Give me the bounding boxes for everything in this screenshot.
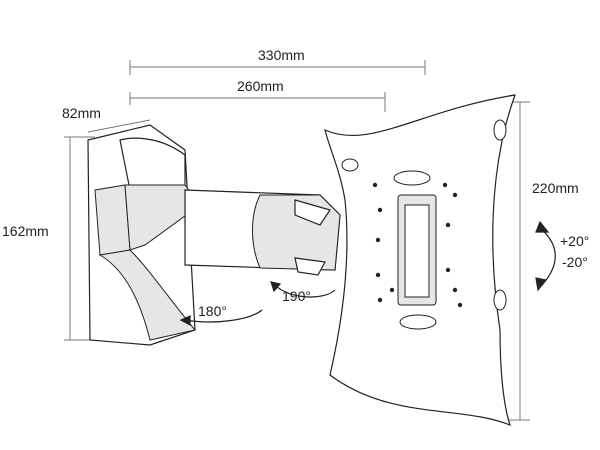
base-height-label: 162mm bbox=[2, 223, 49, 239]
total-depth-label: 330mm bbox=[258, 47, 305, 63]
vesa-plate bbox=[324, 94, 516, 427]
rotation-arrows bbox=[179, 220, 556, 327]
mount-arm bbox=[184, 189, 341, 276]
swivel-head-label: 190° bbox=[282, 288, 311, 304]
arm-depth-label: 260mm bbox=[237, 78, 284, 94]
plate-height-label: 220mm bbox=[532, 180, 579, 196]
tilt-down-label: -20° bbox=[562, 254, 588, 270]
base-width-label: 82mm bbox=[62, 105, 101, 121]
swivel-base-label: 180° bbox=[198, 303, 227, 319]
swivel-base-arrow bbox=[184, 309, 263, 323]
swivel-head-arrow bbox=[274, 284, 336, 298]
tilt-arrow bbox=[539, 227, 556, 286]
wall-bracket bbox=[87, 124, 201, 346]
tilt-up-label: +20° bbox=[560, 233, 589, 249]
